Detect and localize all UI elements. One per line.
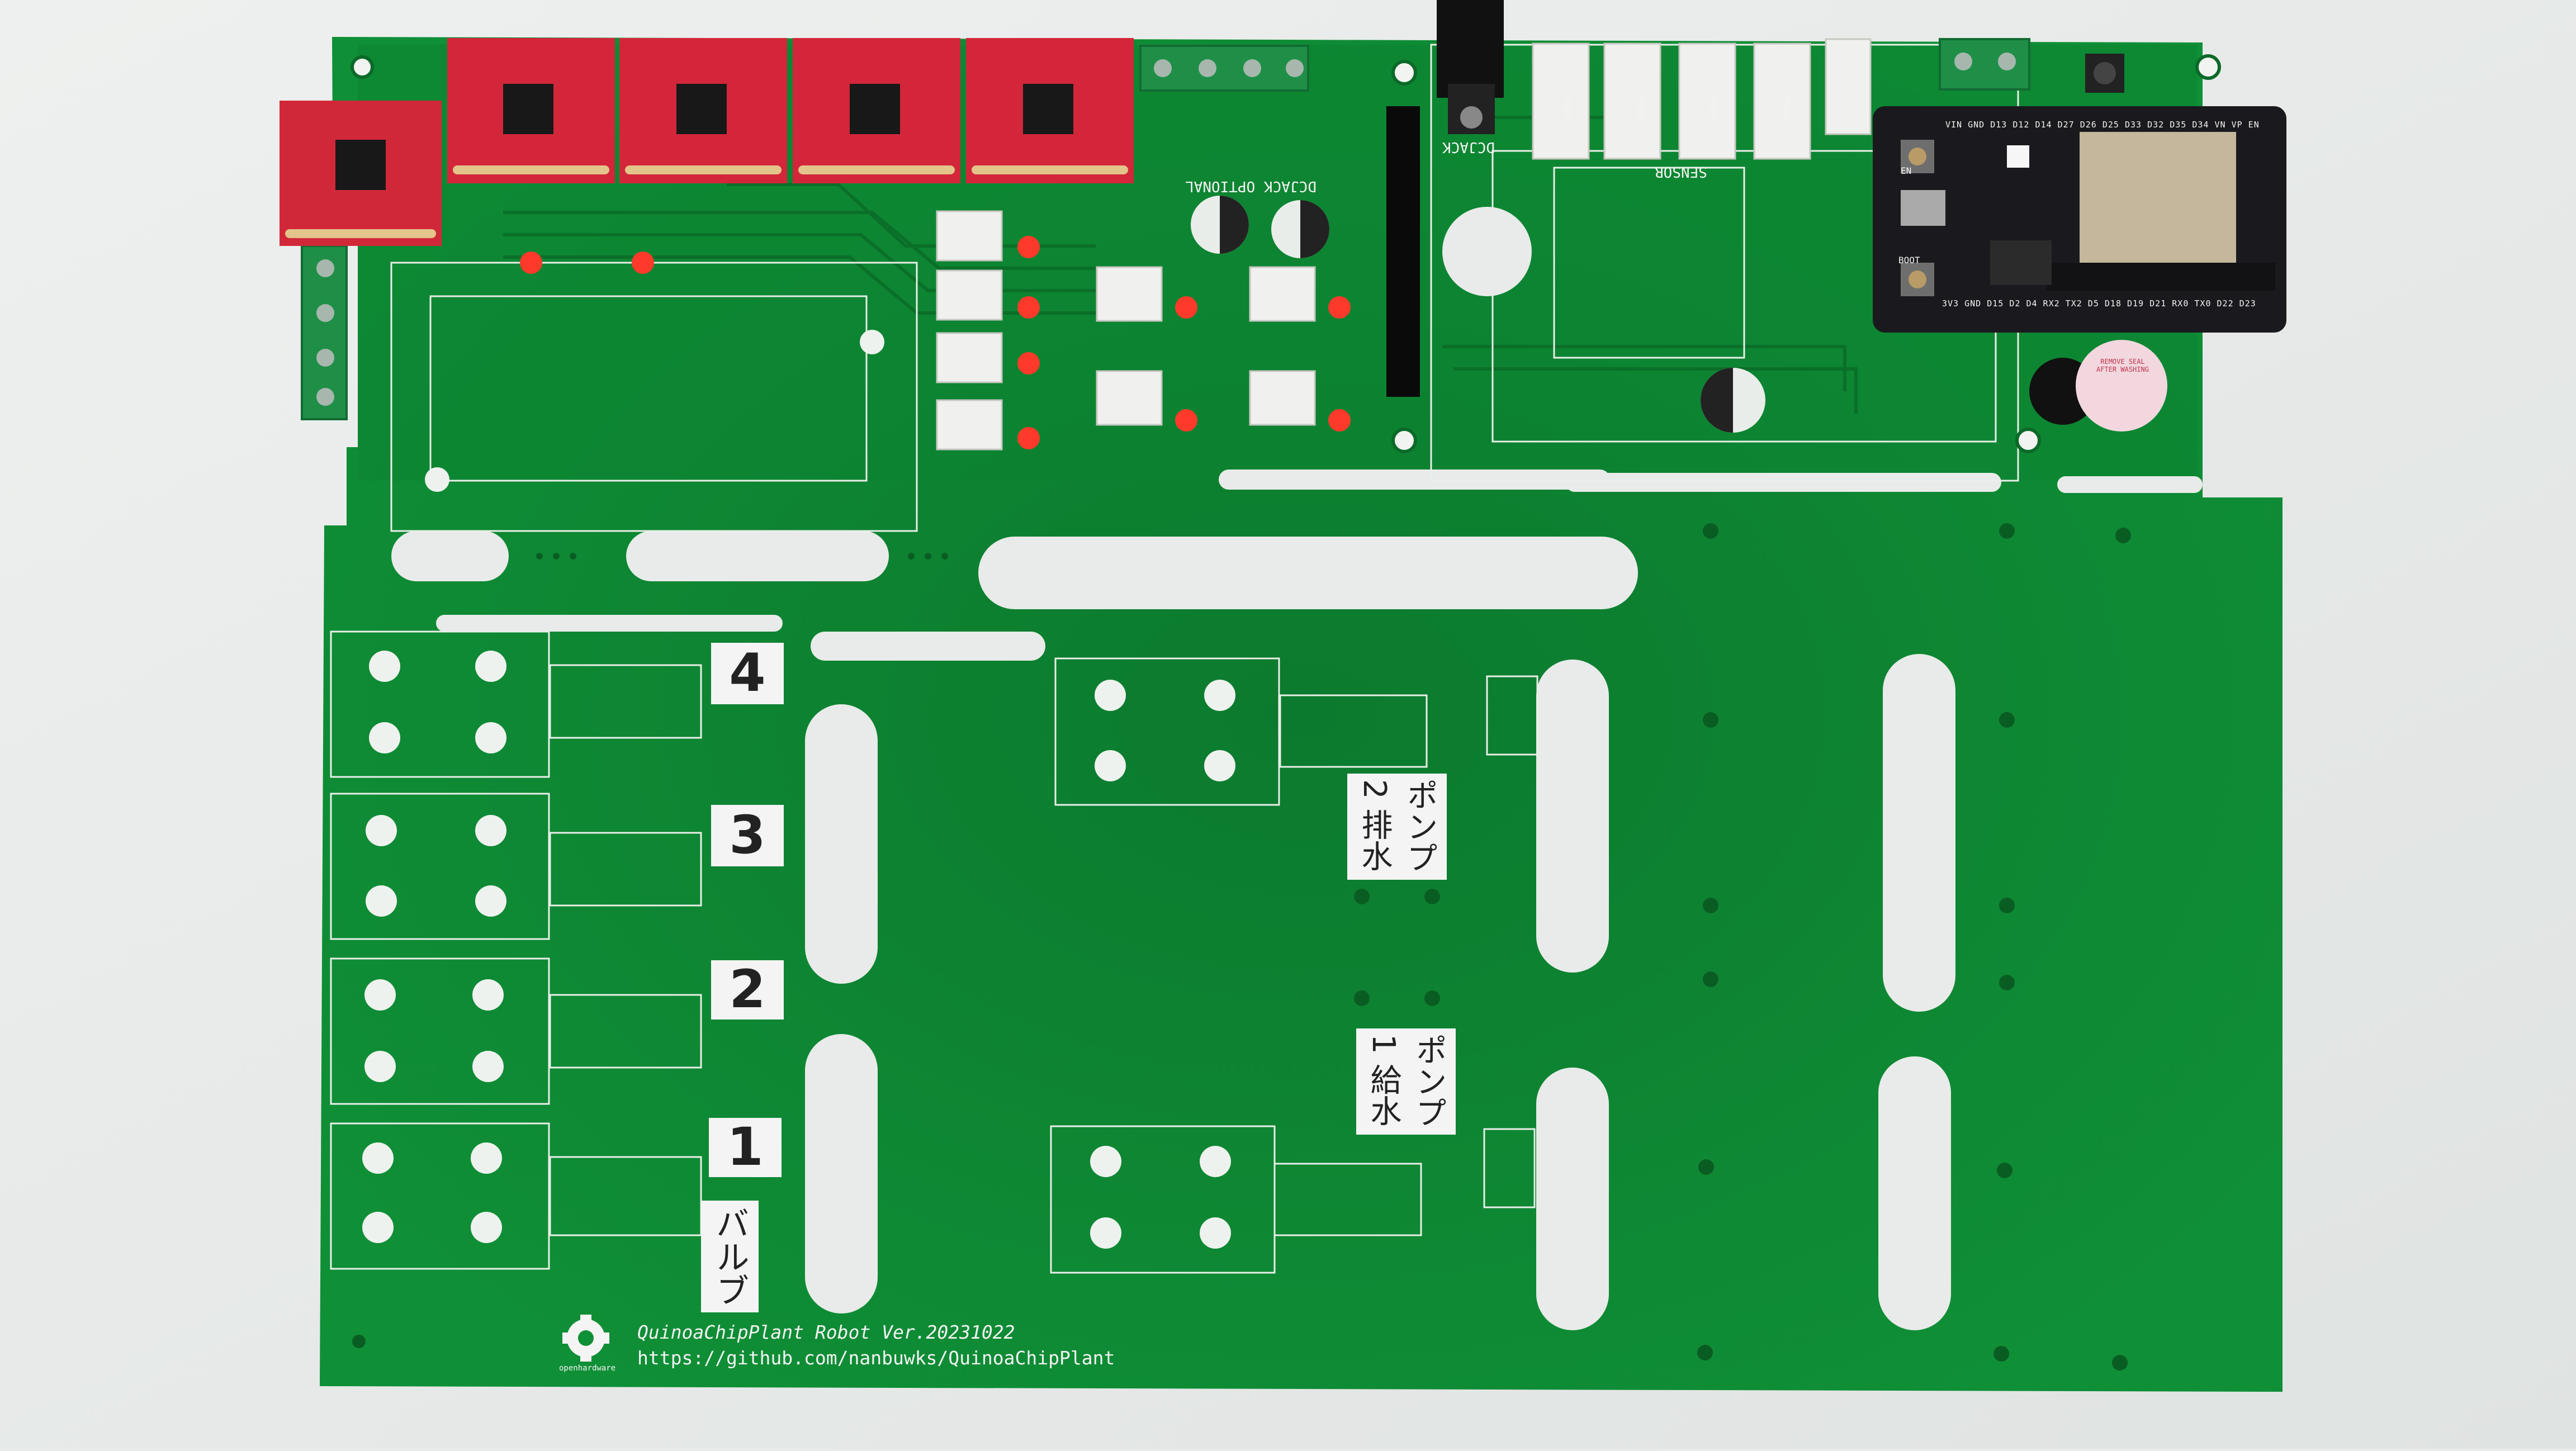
- valve-holes: [362, 651, 1235, 1249]
- mouse-bites: [536, 553, 948, 559]
- sensor-label: SENSOR: [1655, 163, 1707, 180]
- pump2-label: ポンプ2 排水: [1347, 774, 1447, 880]
- open-hardware-logo: [562, 1315, 609, 1362]
- breakaway-slots: [391, 470, 2203, 661]
- mount-hole-small: [425, 467, 449, 492]
- stepper-drivers: [280, 38, 1134, 246]
- pin-header: [1386, 106, 1420, 397]
- reset-button-cap: [2094, 62, 2116, 84]
- esp32-top-pin-labels: VIN GND D13 D12 D14 D27 D26 D25 D33 D32 …: [1945, 120, 2260, 130]
- valve-footprints: [330, 630, 1538, 1274]
- esp32-boot-label: BOOT: [1898, 255, 1920, 265]
- dc-jack-cutout: [1442, 207, 1532, 296]
- esp32-module: [1873, 106, 2286, 333]
- esp32-en-label: EN: [1901, 165, 1912, 176]
- capacitors: [1191, 196, 1765, 433]
- mount-hole-small: [860, 330, 884, 354]
- valve-number-2: 2: [711, 960, 784, 1020]
- level1-label: LEVEL1: [1782, 91, 1791, 120]
- mounting-slots: [805, 654, 1955, 1330]
- valve-label: バルブ: [701, 1201, 759, 1312]
- small-vias: [352, 523, 2131, 1371]
- corner-holes: [351, 54, 2221, 453]
- valve-number-4: 4: [711, 643, 784, 704]
- valve-number-3: 3: [711, 805, 784, 866]
- terminal-block-right: [1939, 38, 2030, 91]
- dcjack-optional-label: DCJACK OPTIONAL: [1185, 178, 1317, 195]
- terminal-block-top: [1139, 45, 1309, 92]
- dcjack-label: DCJACK: [1442, 139, 1495, 155]
- board-url: https://github.com/nanbuwks/QuinoaChipPl…: [637, 1347, 1115, 1369]
- level2-label: LEVEL2: [1709, 91, 1718, 120]
- jst-connectors: [936, 38, 1872, 451]
- esp32-bottom-pin-labels: 3V3 GND D15 D2 D4 RX2 TX2 D5 D18 D19 D21…: [1942, 298, 2256, 309]
- terminal-block-left: [301, 245, 348, 420]
- buzzer-seal: [2076, 340, 2167, 431]
- pump1-label: ポンプ1 給水: [1356, 1028, 1456, 1135]
- stepper-pins: [285, 165, 1128, 238]
- leds: [520, 236, 1351, 449]
- logo-text: openhardware: [559, 1364, 616, 1373]
- level3-label: LEVEL3: [1636, 91, 1646, 120]
- buzzer-seal-text: REMOVE SEAL AFTER WASHING: [2096, 358, 2149, 373]
- level4-label: LEVEL4: [1564, 91, 1573, 120]
- dc-jack: [1437, 0, 1504, 134]
- board-title: QuinoaChipPlant Robot Ver.20231022: [637, 1321, 1015, 1343]
- valve-number-1: 1: [709, 1118, 782, 1177]
